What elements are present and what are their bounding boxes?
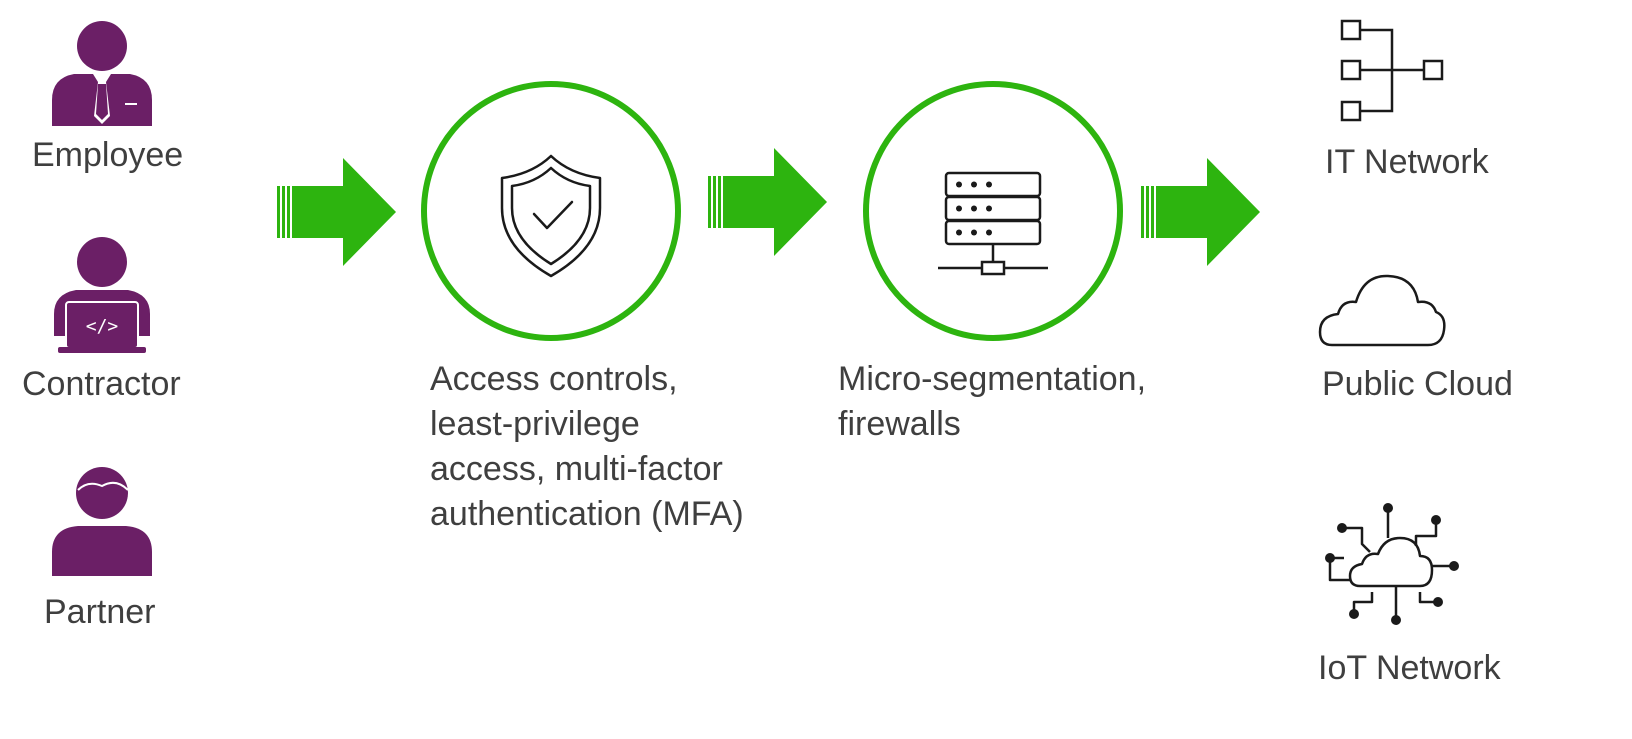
description-line: Micro-segmentation, bbox=[838, 360, 1147, 398]
arrow-right-icon bbox=[708, 148, 828, 256]
iot-cloud-icon bbox=[1322, 500, 1462, 630]
partner-label: Partner bbox=[44, 593, 156, 631]
arrow-right-icon bbox=[277, 158, 397, 266]
description-line: authentication (MFA) bbox=[430, 495, 744, 533]
network-tree-icon bbox=[1340, 18, 1446, 124]
description-line: Access controls, bbox=[430, 360, 678, 398]
contractor-label: Contractor bbox=[22, 365, 181, 403]
it-network-label: IT Network bbox=[1325, 143, 1489, 181]
partner-icon bbox=[52, 466, 152, 576]
employee-icon bbox=[52, 20, 152, 126]
public-cloud-label: Public Cloud bbox=[1322, 365, 1513, 403]
employee-label: Employee bbox=[32, 136, 184, 174]
description-line: firewalls bbox=[838, 405, 961, 443]
contractor-icon: </> bbox=[52, 236, 152, 354]
iot-network-label: IoT Network bbox=[1318, 649, 1501, 687]
access-control-circle bbox=[420, 80, 682, 342]
segmentation-circle bbox=[862, 80, 1124, 342]
segmentation-description: Micro-segmentation, firewalls bbox=[838, 357, 1146, 447]
arrow-right-icon bbox=[1141, 158, 1261, 266]
cloud-icon bbox=[1318, 272, 1448, 348]
shield-check-icon bbox=[500, 154, 602, 278]
access-control-description: Access controls, least-privilege access,… bbox=[430, 357, 744, 537]
description-line: least-privilege bbox=[430, 405, 640, 443]
description-line: access, multi-factor bbox=[430, 450, 723, 488]
server-network-icon bbox=[938, 171, 1048, 276]
svg-text:</>: </> bbox=[86, 316, 119, 337]
